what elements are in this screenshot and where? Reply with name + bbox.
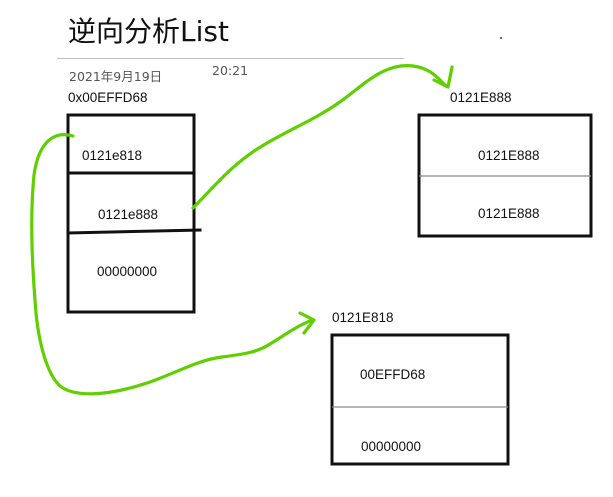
stray-dot (500, 37, 502, 39)
arrow-a-to-b (191, 64, 448, 210)
node-c-box (330, 333, 510, 466)
arrow-a-to-c (30, 133, 315, 396)
arrowhead-b-icon (432, 65, 454, 89)
node-a-divider-2 (66, 228, 202, 235)
note-date: 2021年9月19日 (69, 69, 163, 84)
node-a-cell-2: 0121e888 (98, 207, 159, 222)
node-b-box (417, 113, 593, 238)
node-c-cell-2: 00000000 (361, 439, 422, 454)
node-b-cell-2: 0121E888 (478, 206, 540, 221)
node-b-address: 0121E888 (450, 90, 512, 105)
node-c-cell-1: 00EFFD68 (360, 367, 426, 382)
note-time: 20:21 (212, 63, 249, 78)
node-a-box (66, 113, 202, 314)
node-b-cell-1: 0121E888 (478, 148, 540, 163)
node-a-address: 0x00EFFD68 (68, 90, 148, 105)
title-underline (57, 58, 404, 59)
node-a-cell-3: 00000000 (97, 264, 158, 279)
arrowhead-c-icon (298, 311, 316, 335)
node-c-address: 0121E818 (332, 310, 394, 325)
node-a-cell-1: 0121e818 (82, 148, 143, 163)
page-title: 逆向分析List (68, 15, 229, 48)
